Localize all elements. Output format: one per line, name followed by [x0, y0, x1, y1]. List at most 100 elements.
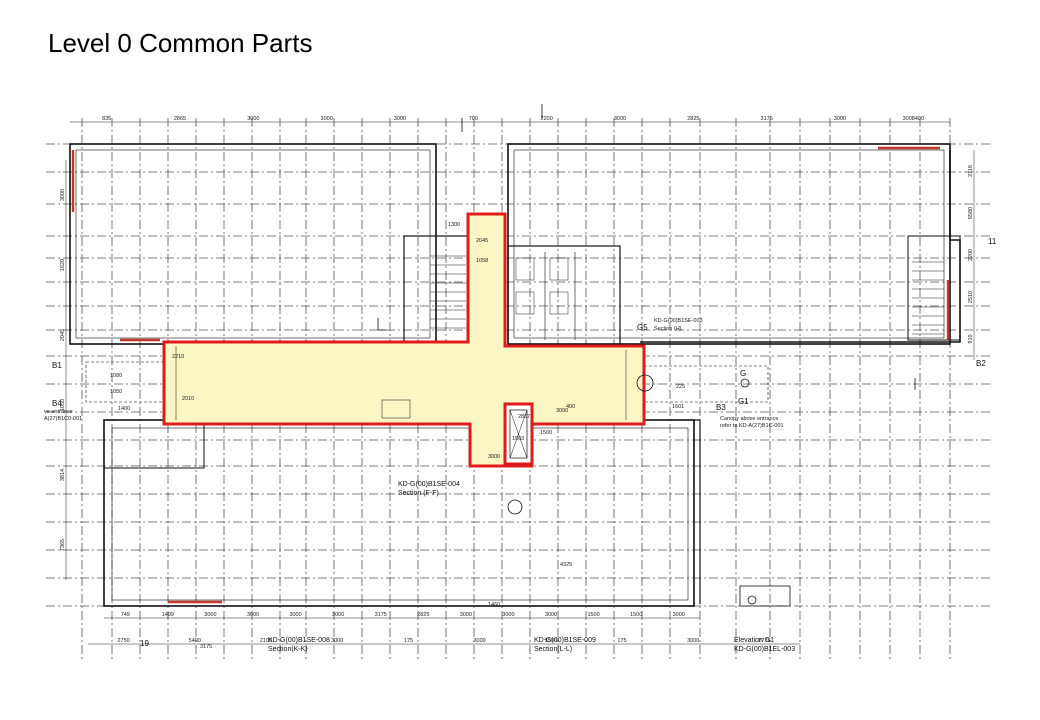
dimension-label: 3175 — [200, 644, 212, 650]
dimension-label: 2045 — [60, 329, 66, 341]
dimension-label: 3000 — [247, 116, 259, 122]
page-title: Level 0 Common Parts — [48, 28, 313, 58]
dimension-label: 7365 — [60, 539, 66, 551]
section-markers — [377, 104, 916, 605]
dimension-label: 4325 — [560, 562, 572, 568]
wc-cubicle — [515, 257, 535, 281]
dimension-label: 2510 — [968, 291, 974, 303]
dimension-label: 1601 — [672, 404, 684, 410]
dimension-label: 175 — [404, 638, 413, 644]
dimension-label: 2200 — [968, 249, 974, 261]
dimension-label: 749 — [121, 612, 130, 618]
dimension-label: 400 — [566, 404, 575, 410]
dimension-label: 1460 — [488, 602, 500, 608]
dimension-label: 3000 — [687, 638, 699, 644]
section-h-code: KD-G(00)B1SE-003 — [654, 318, 703, 324]
dimension-label: 3175 — [761, 116, 773, 122]
entrance-note-2: A(27)B1C0-001 — [44, 416, 82, 422]
wc-cubicle — [549, 257, 569, 281]
dimension-label: 3000 — [556, 408, 568, 414]
dimension-label: 3000 — [460, 612, 472, 618]
dimension-label: 2100 — [260, 638, 272, 644]
ref-b3: B3 — [716, 403, 726, 412]
dimension-label: 3000 — [321, 116, 333, 122]
dimension-label: 3000 — [502, 612, 514, 618]
dimension-label: 2750 — [117, 638, 129, 644]
grid-label-11: 11 — [988, 237, 997, 246]
dimension-label: 5400 — [189, 638, 201, 644]
elevation-name: Elevation G1 — [734, 637, 774, 644]
wc-cubicle — [549, 291, 569, 315]
dimensions-right: 2116 6580 2200 2510 910 — [968, 150, 975, 360]
dimension-label: 1499 — [162, 612, 174, 618]
elevation-code: KD-G(00)B1EL-003 — [734, 646, 795, 653]
dimension-label: 1500 — [540, 430, 552, 436]
dimension-label: 175 — [617, 638, 626, 644]
dimension-label: 3000 — [331, 638, 343, 644]
dimension-label: 700 — [469, 116, 478, 122]
dimension-label: 3008400 — [903, 116, 924, 122]
section-kk-code: KD-G(00)B1SE-008 — [268, 637, 330, 644]
dimension-label: 3000 — [473, 638, 485, 644]
grid-label-19: 19 — [140, 639, 149, 648]
wc-cubicle — [515, 291, 535, 315]
dimensions-misc: 1080105014002010204510581300286715031500… — [110, 222, 685, 650]
ref-b4: B4 — [52, 399, 62, 408]
dimension-label: 2867 — [518, 414, 530, 420]
dimension-label: 3814 — [60, 469, 66, 481]
dimension-label: 1050 — [110, 389, 122, 395]
dimension-label: 2776 — [758, 638, 770, 644]
dimension-label: 1300 — [448, 222, 460, 228]
ref-g5: G5 — [637, 323, 648, 332]
dimension-label: 3000 — [673, 612, 685, 618]
common-parts-highlight — [162, 212, 646, 468]
section-ff-name: Section (F-F) — [398, 490, 439, 497]
entrance-note-1: ve entrance — [44, 409, 73, 415]
dimension-label: 2010 — [182, 396, 194, 402]
dimension-label: 2200 — [541, 116, 553, 122]
window-accents — [71, 146, 950, 604]
dimension-label: 3000 — [394, 116, 406, 122]
dimension-label: 3000 — [204, 612, 216, 618]
dimension-label: 910 — [968, 334, 974, 343]
canopy-note-2: refer to KD-A(27)B1C-001 — [720, 423, 784, 429]
dimension-label: 1620 — [60, 259, 66, 271]
dimension-label: 1050 — [60, 399, 66, 411]
dimension-label: 2045 — [476, 238, 488, 244]
dimension-label: 3000 — [614, 116, 626, 122]
dimension-label: 835 — [102, 116, 111, 122]
ref-b1: B1 — [52, 361, 62, 370]
ref-g: G — [740, 369, 746, 378]
section-ff-code: KD-G(00)B1SE-004 — [398, 481, 460, 488]
dimension-label: 3000 — [247, 612, 259, 618]
annotations: B1 B4 B2 B3 G G1 G5 KD-G(00)B1SE-003 Sec… — [44, 237, 997, 653]
section-kk-name: Section(K-K) — [268, 646, 308, 653]
dimension-label: 3000 — [488, 454, 500, 460]
dimension-label: 3175 — [375, 612, 387, 618]
dimension-label: 1080 — [110, 373, 122, 379]
dimension-label: 2210 — [172, 354, 184, 360]
dimension-label: 1503 — [512, 436, 524, 442]
dimension-label: 1500 — [587, 612, 599, 618]
dimension-label: 2825 — [687, 116, 699, 122]
canopy-note-1: Canopy above entrance — [720, 416, 778, 422]
dimension-label: 3000 — [332, 612, 344, 618]
dimension-label: 2116 — [968, 165, 974, 177]
section-h-name: Section (H) — [654, 326, 682, 332]
dimension-label: 6580 — [968, 207, 974, 219]
ref-b2: B2 — [976, 359, 986, 368]
dimension-label: 225 — [676, 384, 685, 390]
dimension-label: 3000 — [289, 612, 301, 618]
section-ll-name: Section(L-L) — [534, 646, 572, 653]
dimension-label: 3000 — [834, 116, 846, 122]
dimensions-left: 3000 1620 2045 1050 3814 7365 — [60, 160, 67, 580]
dimension-label: 3000 — [60, 189, 66, 201]
dimension-label: 3000 — [545, 612, 557, 618]
dimension-label: 1058 — [476, 258, 488, 264]
ref-g1: G1 — [738, 397, 749, 406]
dimension-label: 1500 — [545, 638, 557, 644]
